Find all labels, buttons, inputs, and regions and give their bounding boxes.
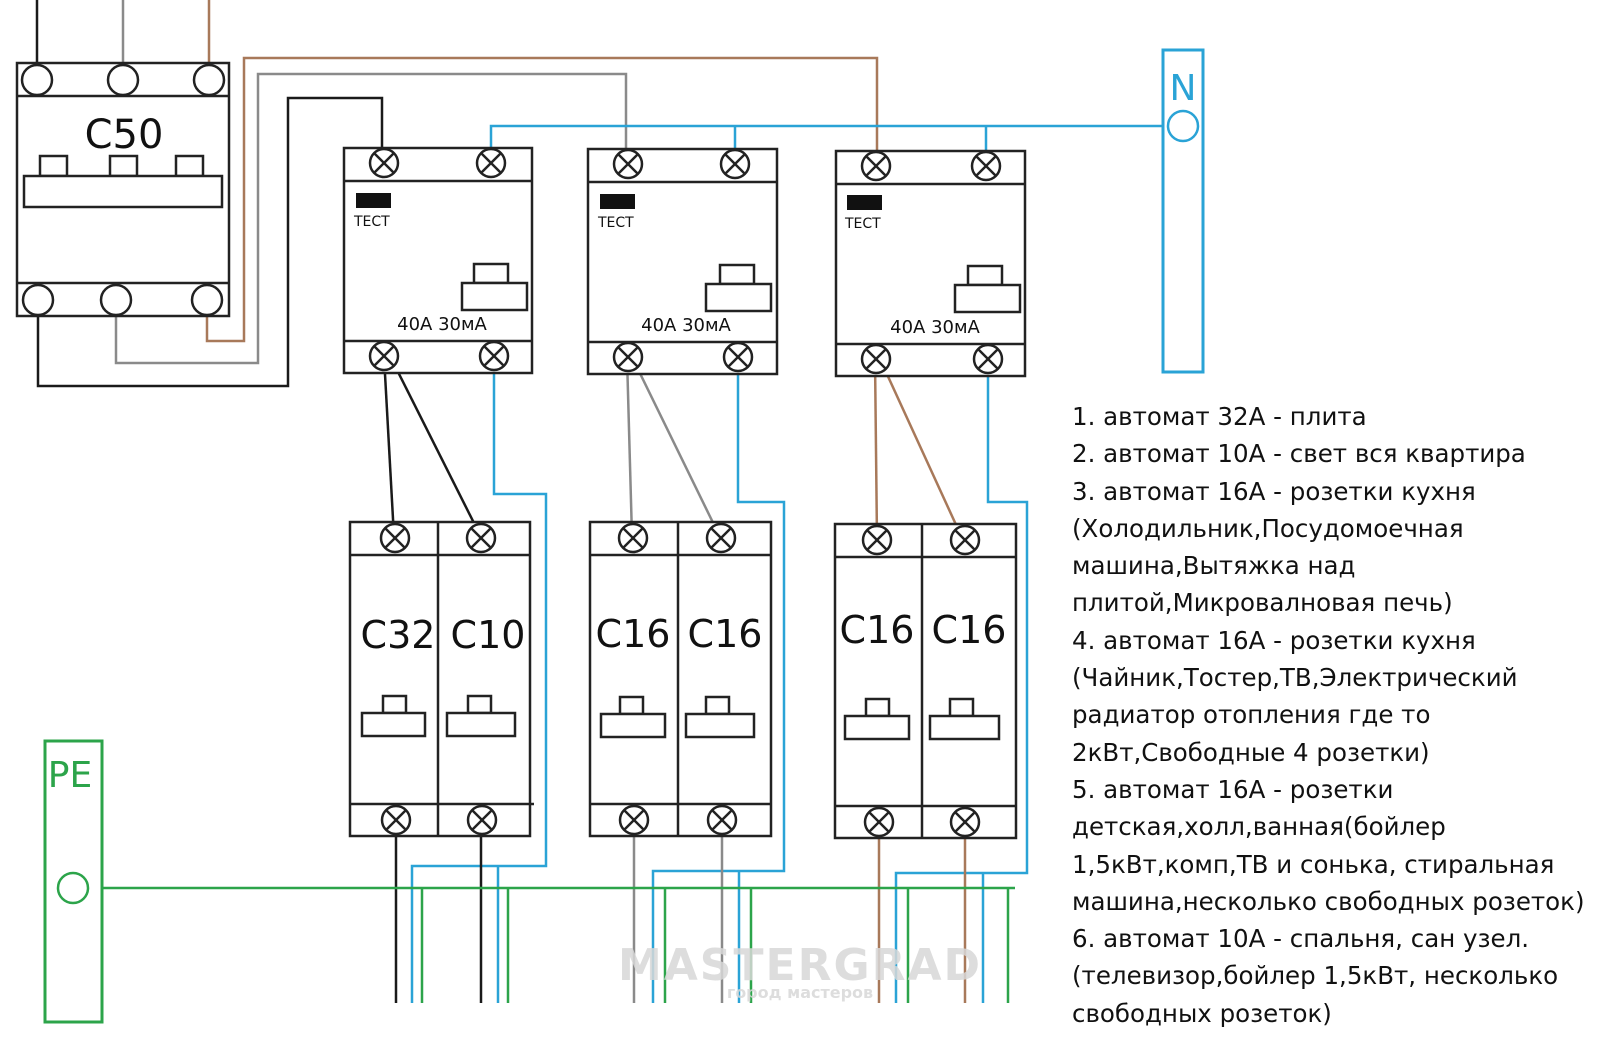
c50-output-terminal-1 xyxy=(21,283,55,317)
main-breaker-label: C50 xyxy=(85,112,164,158)
rcd3-phase-in-terminal xyxy=(860,150,892,182)
rcd1-neutral-in-terminal xyxy=(475,147,507,179)
c50-input-terminal-1 xyxy=(20,63,54,97)
phase-wire-black xyxy=(36,96,384,388)
rcd2-phase-out-terminal xyxy=(612,341,644,373)
c16a-out-terminal xyxy=(618,804,650,836)
legend-line: 1. автомат 32А - плита xyxy=(1072,402,1367,431)
legend-line: 6. автомат 10А - спальня, сан узел. xyxy=(1072,924,1530,954)
breaker-pair-2: C16 C16 xyxy=(588,520,773,838)
legend-line: 2. автомат 10А - свет вся квартира xyxy=(1072,439,1526,469)
breaker-label-c32: C32 xyxy=(361,613,436,657)
phase-wire-brown xyxy=(205,56,879,343)
rcd2-test-button xyxy=(600,194,635,209)
legend-line: свободных розеток) xyxy=(1072,998,1332,1028)
c16c-in-terminal xyxy=(861,524,893,556)
rcd2-to-c16a xyxy=(625,356,634,538)
neutral-bus-terminal xyxy=(1166,109,1200,143)
c16d-out-terminal xyxy=(949,806,981,838)
c50-output-terminal-2 xyxy=(99,283,133,317)
c10-in-terminal xyxy=(465,522,497,554)
breaker-pair-1: C32 C10 xyxy=(348,520,534,838)
legend-line: (телевизор,бойлер 1,5кВт, несколько xyxy=(1072,961,1559,991)
c16b-in-terminal xyxy=(705,522,737,554)
legend-line: радиатор отопления где то xyxy=(1072,700,1431,730)
breaker-label-c16d: C16 xyxy=(932,608,1007,652)
legend-line: 4. автомат 16А - розетки кухня xyxy=(1072,625,1476,655)
watermark-title: MASTERGRAD xyxy=(618,940,982,991)
legend-line: 5. автомат 16А - розетки xyxy=(1072,774,1394,804)
rcd1-rating: 40A 30мА xyxy=(397,314,487,335)
legend-line: 2кВт,Свободные 4 розетки) xyxy=(1072,737,1430,767)
rcd2-to-c16b xyxy=(630,356,722,538)
breaker-label-c16c: C16 xyxy=(840,608,915,652)
main-breaker-c50: C50 xyxy=(15,61,231,318)
rcd1-to-c32 xyxy=(382,355,396,538)
c16a-in-terminal xyxy=(617,522,649,554)
legend-line: 1,5кВт,комп,ТВ и сонька, стиральная xyxy=(1072,849,1555,879)
phase-wire-grey xyxy=(114,72,628,365)
watermark: MASTERGRAD город мастеров xyxy=(618,940,982,1002)
rcd2-neutral-out xyxy=(651,357,786,1003)
rcd3-phase-out-terminal xyxy=(860,343,892,375)
rcd-2: ТЕСТ 40A 30мА xyxy=(586,147,779,376)
legend-line: плитой,Микровалновая печь) xyxy=(1072,588,1453,618)
rcd-3: ТЕСТ 40A 30мА xyxy=(834,149,1027,378)
rcd3-rating: 40A 30мА xyxy=(890,317,980,338)
c50-input-terminal-2 xyxy=(106,63,140,97)
rcd2-test-label: ТЕСТ xyxy=(597,215,634,231)
c16d-in-terminal xyxy=(949,524,981,556)
c50-output-terminal-3 xyxy=(190,283,224,317)
rcd2-rating: 40A 30мА xyxy=(641,315,731,336)
rcd3-neutral-out xyxy=(894,359,1029,1003)
c16c-out-terminal xyxy=(863,806,895,838)
rcd3-neutral-out-terminal xyxy=(972,343,1004,375)
circuit-legend: 1. автомат 32А - плита 2. автомат 10А - … xyxy=(1072,398,1597,1032)
rcd3-test-label: ТЕСТ xyxy=(844,216,881,232)
earth-bus-terminal xyxy=(56,871,90,905)
c16b-out-terminal xyxy=(706,804,738,836)
rcd3-neutral-in-terminal xyxy=(970,150,1002,182)
rcd1-test-label: ТЕСТ xyxy=(353,214,390,230)
c32-in-terminal xyxy=(379,522,411,554)
breaker-label-c16b: C16 xyxy=(688,612,763,656)
legend-line: (Холодильник,Посудомоечная xyxy=(1072,513,1464,543)
c32-out-terminal xyxy=(380,804,412,836)
breaker-pair-3: C16 C16 xyxy=(833,522,1018,840)
rcd-1: ТЕСТ 40A 30мА xyxy=(342,146,534,375)
c10-out-terminal xyxy=(466,804,498,836)
rcd3-to-c16d xyxy=(878,358,965,541)
neutral-bus-label: N xyxy=(1170,68,1197,109)
breaker-label-c10: C10 xyxy=(451,613,526,657)
watermark-subtitle: город мастеров xyxy=(727,983,873,1002)
earth-bus-label: PE xyxy=(48,755,92,796)
legend-line: машина,Вытяжка над xyxy=(1072,551,1356,581)
rcd2-neutral-in-terminal xyxy=(719,148,751,180)
rcd2-neutral-out-terminal xyxy=(722,341,754,373)
rcd1-phase-in-terminal xyxy=(368,147,400,179)
c50-input-terminal-3 xyxy=(192,63,226,97)
legend-line: машина,несколько свободных розеток) xyxy=(1072,886,1585,916)
legend-line: 3. автомат 16А - розетки кухня xyxy=(1072,476,1476,506)
breaker-label-c16a: C16 xyxy=(596,612,671,656)
rcd3-to-c16c xyxy=(873,358,879,541)
legend-line: детская,холл,ванная(бойлер xyxy=(1072,812,1446,842)
rcd2-phase-in-terminal xyxy=(612,148,644,180)
rcd1-neutral-out-terminal xyxy=(478,340,510,372)
wires xyxy=(35,0,1183,1003)
neutral-bus: N xyxy=(1161,48,1205,374)
rcd3-test-button xyxy=(847,195,882,210)
rcd1-to-c10 xyxy=(388,355,483,538)
earth-bus: PE xyxy=(43,739,104,1024)
rcd1-phase-out-terminal xyxy=(368,340,400,372)
rcd1-test-button xyxy=(356,193,391,208)
legend-line: (Чайник,Тостер,ТВ,Электрический xyxy=(1072,663,1518,693)
